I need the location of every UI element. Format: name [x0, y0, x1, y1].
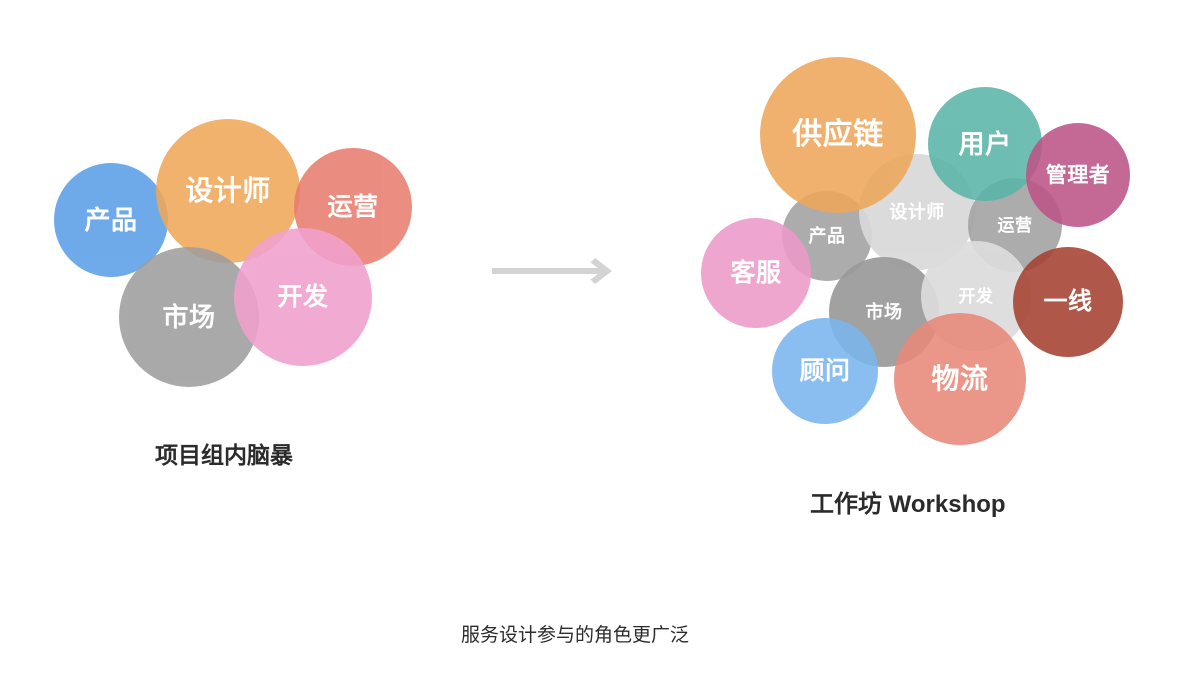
left-bubble-开发: 开发 — [234, 228, 372, 366]
arrow-shaft — [492, 268, 602, 274]
bottom-caption: 服务设计参与的角色更广泛 — [461, 625, 690, 646]
bubble-label: 设计师 — [889, 202, 945, 222]
right-outer-bubble-客服: 客服 — [701, 218, 811, 328]
bubble-label: 运营 — [997, 215, 1033, 235]
right-outer-bubble-用户: 用户 — [928, 87, 1042, 201]
right-cluster-title: 工作坊 Workshop — [810, 491, 1006, 518]
bubble-label: 开发 — [958, 286, 994, 306]
bubble-label: 用户 — [958, 129, 1012, 159]
left-bubble-产品: 产品 — [54, 163, 168, 277]
right-outer-bubble-供应链: 供应链 — [760, 57, 916, 213]
bubble-label: 供应链 — [792, 118, 884, 151]
bubble-label: 运营 — [327, 192, 379, 221]
right-outer-bubble-物流: 物流 — [894, 313, 1026, 445]
bubble-label: 管理者 — [1045, 163, 1111, 187]
bubble-label: 设计师 — [185, 175, 271, 206]
bubble-label: 产品 — [84, 205, 138, 235]
arrow-head-icon — [586, 254, 620, 293]
right-outer-bubble-一线: 一线 — [1013, 247, 1123, 357]
left-bubble-市场: 市场 — [119, 247, 259, 387]
bubble-label: 物流 — [931, 363, 989, 394]
bubble-label: 一线 — [1043, 288, 1093, 315]
bubble-label: 产品 — [808, 226, 846, 246]
left-cluster-title: 项目组内脑暴 — [155, 442, 293, 468]
right-outer-bubble-管理者: 管理者 — [1026, 123, 1130, 227]
bubble-label: 客服 — [730, 258, 782, 287]
bubble-label: 顾问 — [799, 356, 851, 385]
transition-arrow — [492, 254, 628, 288]
right-outer-bubble-顾问: 顾问 — [772, 318, 878, 424]
bubble-label: 市场 — [865, 302, 903, 322]
bubble-label: 开发 — [277, 282, 329, 311]
bubble-label: 市场 — [162, 302, 216, 332]
